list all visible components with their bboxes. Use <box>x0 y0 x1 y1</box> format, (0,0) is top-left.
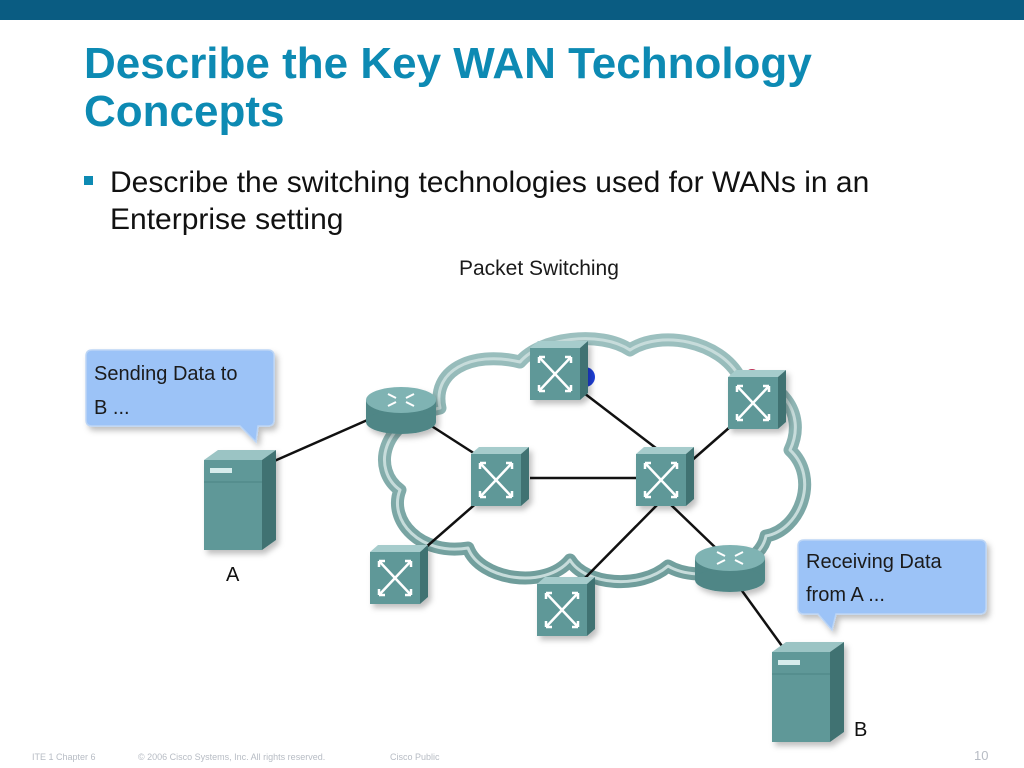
bubble-receiving <box>797 539 987 632</box>
top-bar <box>0 0 1024 20</box>
bubble-sending-line2: B ... <box>94 397 130 419</box>
host-a-label: A <box>226 564 240 586</box>
bubble-receiving-line2: from A ... <box>806 584 885 606</box>
bullet-square-icon <box>84 176 93 185</box>
diagram-caption: Packet Switching <box>459 257 619 280</box>
bubble-sending-line1: Sending Data to <box>94 363 237 385</box>
server-b-icon <box>772 642 844 742</box>
footer-copyright: © 2006 Cisco Systems, Inc. All rights re… <box>138 752 326 762</box>
footer-chapter: ITE 1 Chapter 6 <box>32 752 96 762</box>
wan-switch-icon <box>471 447 529 506</box>
bubble-sending <box>85 349 275 444</box>
router-icon <box>695 545 765 592</box>
bullet-text: Describe the switching technologies used… <box>110 166 870 236</box>
host-b-label: B <box>854 719 867 741</box>
router-icon <box>366 387 436 434</box>
wan-cloud <box>378 332 812 589</box>
bubble-receiving-line1: Receiving Data <box>806 551 943 573</box>
wan-switch-icon <box>537 577 595 636</box>
page-number: 10 <box>974 748 989 763</box>
link-router2-b <box>738 587 784 647</box>
wan-switch-icon <box>530 341 588 400</box>
wan-switch-icon <box>370 545 428 604</box>
slide-title: Describe the Key WAN Technology Concepts <box>84 39 812 136</box>
link-a-router1 <box>271 416 373 464</box>
server-a-icon <box>204 450 276 550</box>
network-links <box>271 389 784 647</box>
wan-switch-icon <box>636 447 694 506</box>
footer-classification: Cisco Public <box>390 752 440 762</box>
wan-switch-icon <box>728 370 786 429</box>
